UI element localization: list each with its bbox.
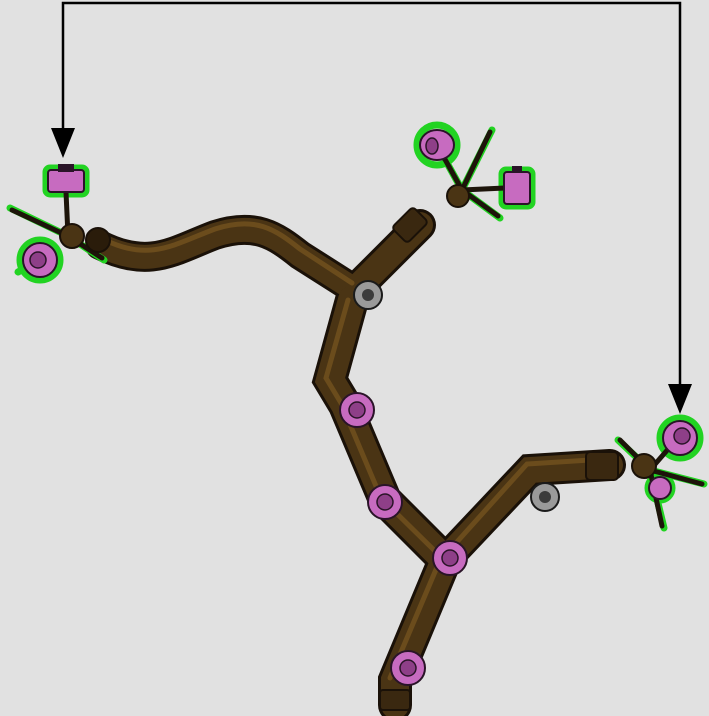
pink-connector[interactable] bbox=[432, 540, 468, 576]
end-fitting-left[interactable] bbox=[6, 164, 111, 284]
tube-assembly[interactable] bbox=[85, 207, 626, 716]
pink-connector[interactable] bbox=[339, 392, 375, 428]
arrow-down-icon bbox=[51, 128, 75, 158]
pink-connector[interactable] bbox=[47, 169, 85, 193]
callout-bracket bbox=[51, 1, 692, 414]
pink-connector[interactable] bbox=[662, 420, 698, 456]
pink-connector[interactable] bbox=[367, 484, 403, 520]
arrow-down-icon bbox=[668, 384, 692, 414]
pink-connector[interactable] bbox=[419, 129, 455, 161]
pink-connector[interactable] bbox=[503, 171, 531, 205]
coupling-sleeves bbox=[379, 207, 619, 711]
end-fitting-right[interactable] bbox=[614, 414, 708, 532]
end-fitting-top[interactable] bbox=[413, 121, 536, 222]
pink-connector[interactable] bbox=[390, 650, 426, 686]
callout-line bbox=[61, 1, 682, 402]
pink-connector[interactable] bbox=[648, 476, 672, 500]
bearing-joint[interactable] bbox=[530, 482, 560, 512]
bearing-joint[interactable] bbox=[353, 280, 383, 310]
pink-connector[interactable] bbox=[22, 242, 58, 278]
